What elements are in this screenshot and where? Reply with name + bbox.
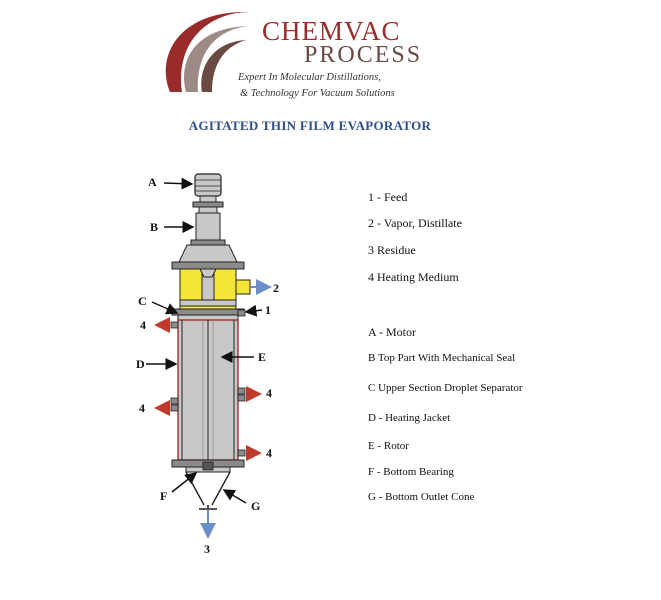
motor — [194, 173, 222, 203]
rotor — [202, 320, 214, 462]
label-stream-2: 2 — [273, 281, 279, 295]
brand-name-line1: CHEMVAC — [262, 16, 401, 46]
top-part-mechanical-seal — [178, 201, 238, 263]
label-heating-4-right-middle: 4 — [266, 386, 272, 400]
legend-part-rotor: E - Rotor — [368, 440, 409, 452]
pointer-a — [163, 177, 194, 190]
pointer-g — [222, 489, 247, 504]
legend-stream-heating: 4 Heating Medium — [368, 270, 459, 284]
brand-tagline-line1: Expert In Molecular Distillations, — [238, 72, 381, 83]
legend-part-jacket: D - Heating Jacket — [368, 412, 451, 424]
top-flange — [171, 261, 245, 270]
feed-inlet-arrow — [244, 304, 263, 317]
label-heating-4-upper-left: 4 — [140, 318, 146, 332]
jacket-nozzles — [170, 309, 246, 457]
legend-part-top: B Top Part With Mechanical Seal — [368, 352, 516, 364]
brand-tagline-line2: & Technology For Vacuum Solutions — [240, 88, 395, 99]
pointer-c — [151, 301, 179, 315]
legend-part-bearing: F - Bottom Bearing — [368, 466, 454, 478]
legend-part-motor: A - Motor — [368, 325, 416, 339]
legend-stream-feed: 1 - Feed — [368, 190, 408, 204]
label-e: E — [258, 350, 267, 364]
label-stream-3: 3 — [204, 542, 210, 556]
legend-part-separator: C Upper Section Droplet Separator — [368, 382, 523, 394]
bottom-outlet-cone — [185, 471, 231, 510]
bottom-bearing — [171, 459, 245, 473]
legend-stream-vapor: 2 - Vapor, Distillate — [368, 216, 462, 230]
pointer-f — [171, 472, 198, 493]
label-d: D — [136, 357, 145, 371]
middle-flange — [171, 308, 245, 316]
legend-stream-residue: 3 Residue — [368, 243, 416, 257]
label-stream-1: 1 — [265, 303, 271, 317]
label-a: A — [148, 175, 157, 189]
label-heating-4-lower-left: 4 — [139, 401, 145, 415]
label-f: F — [160, 489, 168, 503]
page-title: AGITATED THIN FILM EVAPORATOR — [188, 118, 432, 133]
label-heating-4-right-bottom: 4 — [266, 446, 272, 460]
label-c: C — [138, 294, 147, 308]
droplet-separator — [179, 268, 251, 310]
brand-name-line2: PROCESS — [304, 42, 423, 68]
logo-swoosh-icon — [165, 11, 250, 92]
label-b: B — [150, 220, 159, 234]
label-g: G — [251, 499, 261, 513]
legend-part-cone: G - Bottom Outlet Cone — [368, 491, 475, 503]
